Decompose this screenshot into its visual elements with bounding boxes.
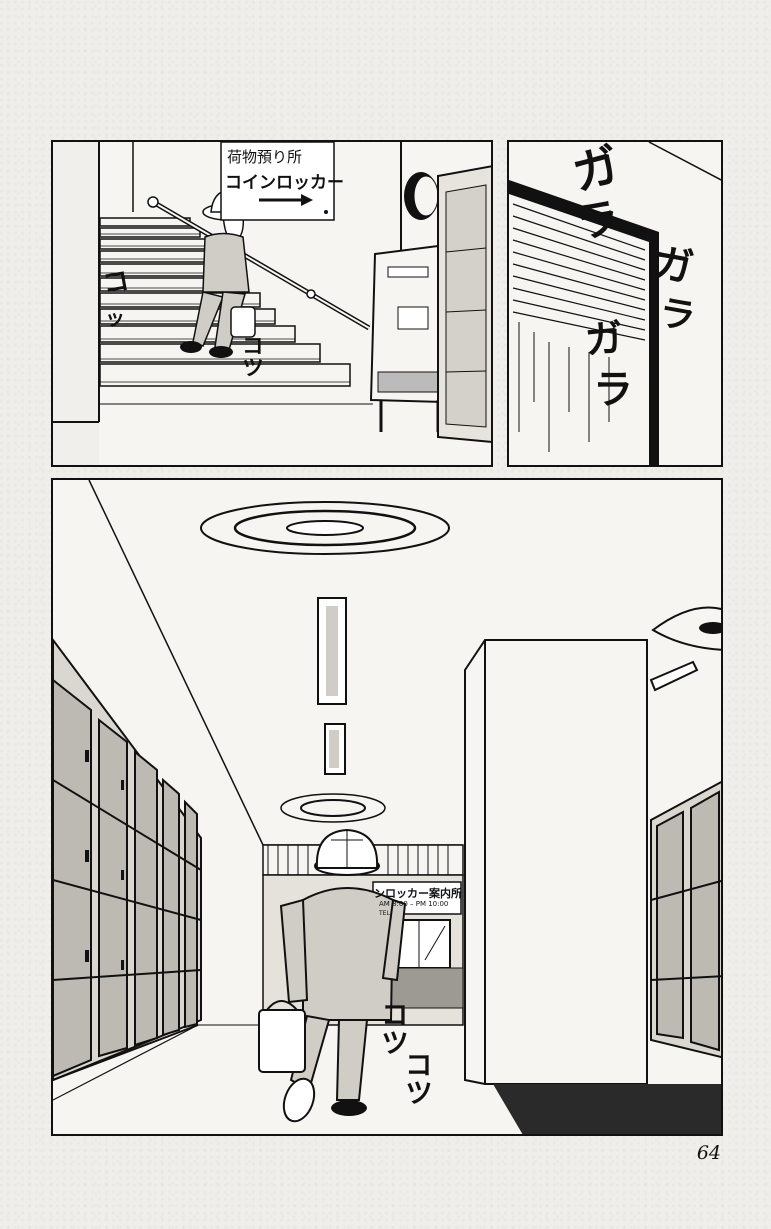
sfx-kotsu-left-2: ッ — [105, 306, 125, 330]
panel-shutter: ガ ラ ガ ラ ガ ラ — [507, 140, 723, 467]
sfx-gara-6: ラ — [593, 367, 633, 413]
info-office-sign: ンロッカー案内所 — [374, 887, 462, 900]
sfx-kotsu-2: コツ — [401, 1050, 434, 1106]
info-office-tel: TEL — [379, 910, 390, 917]
stairs-illustration — [53, 142, 491, 465]
info-office-hours: AM 8:00 – PM 10:00 — [379, 900, 449, 908]
left-lockers — [53, 638, 202, 1082]
page-number: 64 — [696, 1142, 721, 1164]
panel-stairs: 荷物預り所 コインロッカー コ ッ コツ — [51, 140, 493, 467]
sfx-kotsu-1: コツ — [377, 1000, 410, 1056]
sfx-gara-2: ラ — [572, 192, 623, 249]
panel-locker-corridor: ンロッカー案内所 AM 8:00 – PM 10:00 TEL コツ コツ — [51, 478, 723, 1136]
sfx-kotsu-right: コツ — [238, 334, 263, 378]
sign-coin-locker: コインロッカー — [225, 173, 344, 193]
sfx-gara-4: ラ — [655, 292, 699, 339]
shutter-illustration — [509, 142, 721, 465]
sfx-kotsu-left-1: コ — [100, 265, 132, 301]
sign-luggage-storage: 荷物預り所 — [227, 148, 303, 166]
man-walking-away — [258, 828, 407, 1123]
sfx-gara-3: ガ — [649, 239, 697, 293]
sfx-gara-5: ガ — [583, 315, 625, 363]
corridor-illustration — [53, 480, 721, 1134]
